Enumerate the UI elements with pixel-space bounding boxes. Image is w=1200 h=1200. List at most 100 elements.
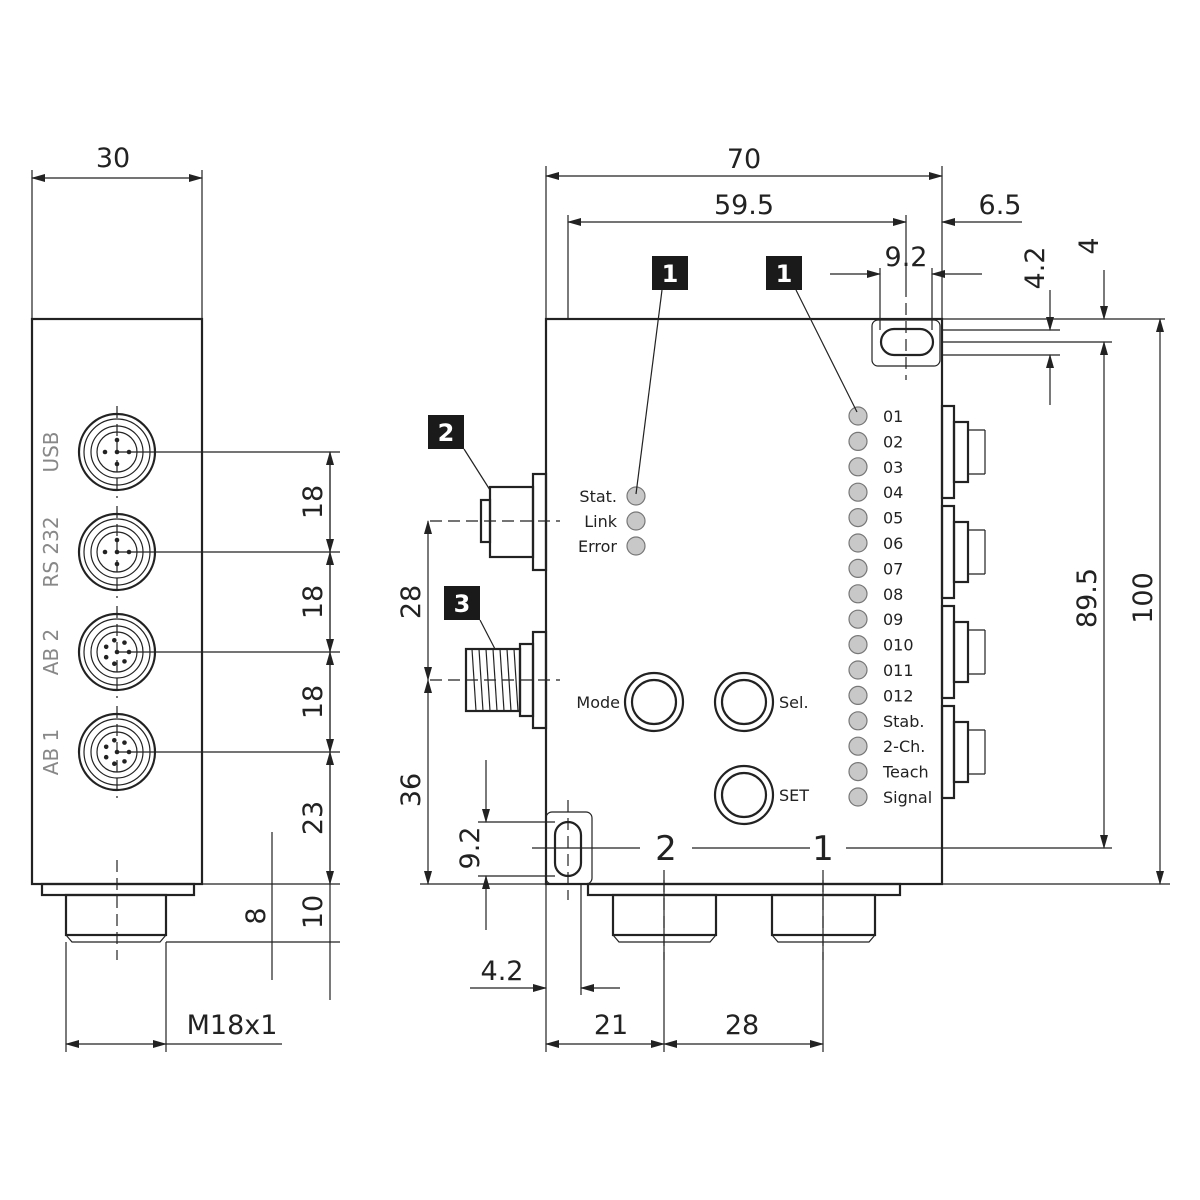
right-connector-1: [940, 504, 986, 600]
channel-led-2: [848, 457, 868, 477]
port-label-0: USB: [39, 431, 63, 472]
thread-label: M18x1: [187, 1010, 278, 1041]
channel-led-label-14: Teach: [882, 763, 929, 782]
callout-badge-3: [444, 586, 496, 650]
side-connector-3: [77, 706, 340, 798]
channel-led-14: [848, 761, 868, 782]
channel-led-label-9: 010: [883, 636, 914, 655]
overall-height-dim: 100: [1128, 572, 1159, 624]
mount-height-dim: 89.5: [1072, 568, 1103, 628]
side-connector-1: [77, 506, 340, 598]
callout-2-text: 2: [438, 419, 455, 447]
channel-led-5: [848, 533, 868, 553]
sel-button[interactable]: [713, 671, 775, 733]
front-inner-dim: 59.5: [714, 190, 774, 221]
mount-slot-top: [871, 285, 941, 380]
channel-led-label-12: Stab.: [883, 712, 924, 731]
status-led-label-1: Link: [584, 512, 618, 531]
callout-3-text: 3: [454, 590, 471, 618]
side-housing: [30, 317, 204, 886]
status-led-label-2: Error: [578, 537, 617, 556]
channel-led-label-5: 06: [883, 534, 903, 553]
set-button-label: SET: [779, 786, 809, 805]
status-led-2: [626, 536, 646, 556]
sel-button-label: Sel.: [779, 693, 809, 712]
channel-led-6: [848, 558, 868, 579]
channel-led-label-0: 01: [883, 407, 903, 426]
channel-led-label-1: 02: [883, 432, 903, 451]
mount-marker-1: 1: [812, 829, 834, 869]
callout-badge-1a: [635, 256, 688, 495]
front-offset-dim: 6.5: [979, 190, 1022, 221]
right-connector-2: [940, 604, 986, 700]
channel-led-label-15: Signal: [883, 788, 932, 807]
connector-gap-dim: 28: [396, 585, 427, 619]
connector-bottom-dim: 36: [396, 773, 427, 807]
right-connector-0: [940, 404, 986, 500]
pitch-dim-0: 18: [298, 485, 329, 519]
callout-1a-text: 1: [662, 260, 679, 288]
side-width-dim: 30: [96, 143, 130, 174]
channel-led-label-8: 09: [883, 610, 903, 629]
front-base-plate: [586, 882, 902, 897]
channel-led-15: [848, 787, 868, 807]
channel-led-label-11: 012: [883, 686, 914, 705]
side-base-plate: [40, 882, 196, 897]
slot-height-dim: 4.2: [1020, 247, 1051, 290]
left-slot-height-dim: 9.2: [455, 827, 486, 870]
mode-button-label: Mode: [576, 693, 620, 712]
status-led-0: [626, 486, 646, 506]
side-thread-connector: [64, 860, 168, 960]
pitch-dim-1: 18: [298, 585, 329, 619]
channel-led-label-3: 04: [883, 483, 903, 502]
callout-badge-2: [428, 415, 491, 491]
slot-width-dim: 9.2: [885, 242, 928, 273]
channel-led-11: [848, 685, 868, 706]
pitch-dim-2: 18: [298, 685, 329, 719]
side-connector-0: [77, 406, 340, 498]
set-button[interactable]: [713, 764, 775, 826]
callout-badge-1b: [766, 256, 858, 413]
channel-led-label-7: 08: [883, 585, 903, 604]
pitch-dim-3: 23: [298, 801, 329, 835]
channel-led-7: [848, 584, 868, 604]
channel-led-1: [848, 431, 868, 451]
channel-led-12: [848, 711, 868, 731]
front-width-dim: 70: [727, 144, 761, 175]
channel-led-8: [848, 609, 868, 629]
channel-led-10: [848, 660, 868, 680]
right-connector-3: [940, 704, 986, 800]
port-label-3: AB 1: [39, 729, 63, 775]
channel-led-label-10: 011: [883, 661, 914, 680]
channel-led-13: [848, 736, 868, 756]
left-connector-2: [430, 472, 560, 572]
side-dim-8: 8: [241, 907, 272, 924]
slot-offset-dim: 4: [1074, 237, 1105, 254]
channel-led-label-2: 03: [883, 458, 903, 477]
channel-led-0: [848, 406, 868, 426]
status-led-label-0: Stat.: [579, 487, 617, 506]
channel-led-label-13: 2-Ch.: [883, 737, 925, 756]
bottom-dim-28: 28: [725, 1010, 759, 1041]
left-connector-3: [430, 630, 560, 730]
side-dim-10: 10: [298, 895, 329, 929]
bottom-dim-21: 21: [594, 1010, 628, 1041]
right-side-connectors: [940, 404, 986, 800]
status-led-1: [626, 511, 646, 531]
channel-led-9: [848, 634, 868, 655]
mount-marker-2: 2: [655, 829, 677, 869]
channel-led-label-4: 05: [883, 509, 903, 528]
port-label-1: RS 232: [39, 516, 63, 587]
mode-button[interactable]: [623, 671, 685, 733]
channel-led-label-6: 07: [883, 559, 903, 578]
channel-led-4: [848, 507, 868, 528]
left-slot-offset-dim: 4.2: [481, 956, 524, 987]
side-connector-2: [77, 606, 340, 698]
side-pitch-dims: 18 18 18 23: [298, 451, 334, 885]
